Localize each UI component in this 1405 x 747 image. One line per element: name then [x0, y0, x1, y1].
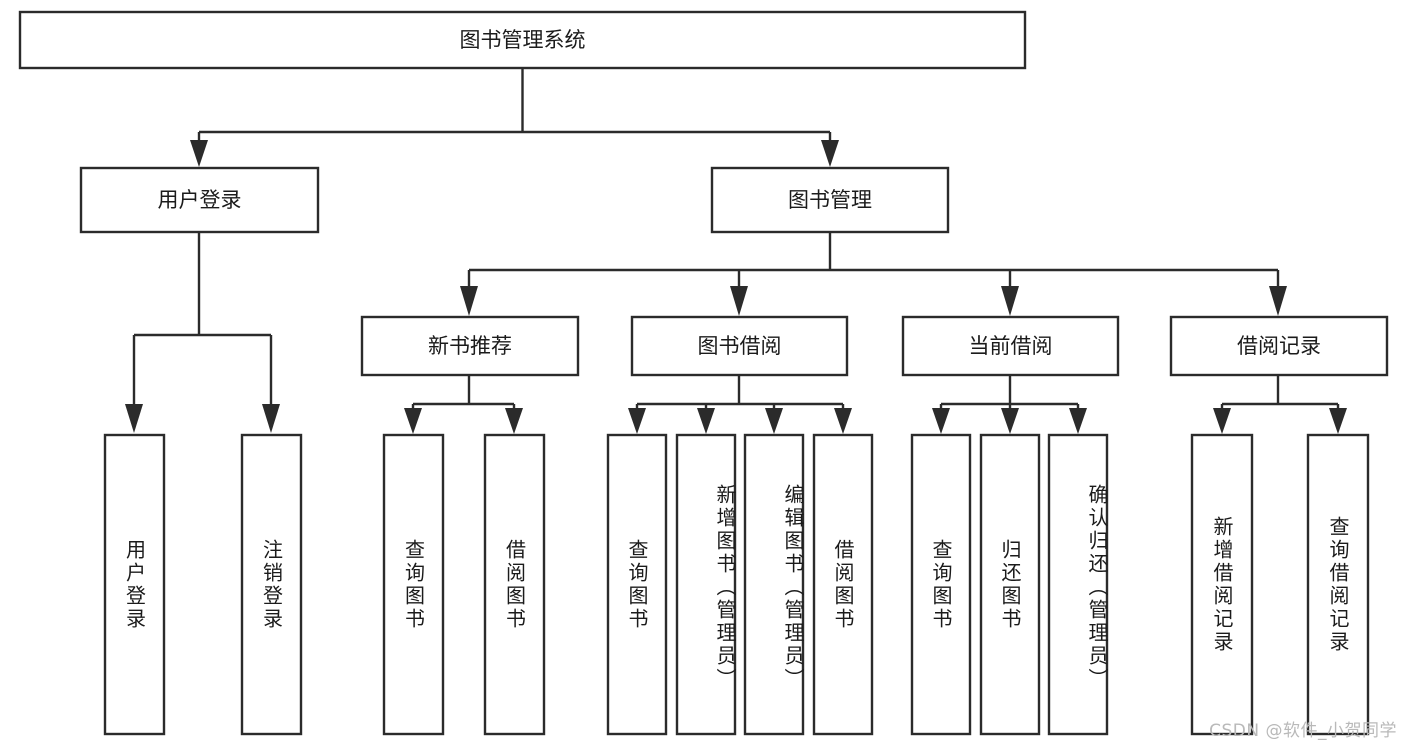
node-current-borrow[interactable]: 当前借阅 — [901, 315, 1120, 377]
node-leaf-query-record-box[interactable] — [1306, 433, 1370, 736]
node-leaf-query-book-2-box[interactable] — [606, 433, 668, 736]
arrowhead-borrow-record — [1269, 286, 1287, 316]
node-root-label: 图书管理系统 — [460, 28, 586, 52]
node-new-book-rec-box[interactable] — [360, 315, 580, 377]
arrowhead-leaf-logout — [262, 404, 280, 433]
arrowhead-new-book-rec — [460, 286, 478, 316]
arrowhead-current-borrow — [1001, 286, 1019, 316]
node-leaf-logout-box[interactable] — [240, 433, 303, 736]
node-leaf-query-book-3-box[interactable] — [910, 433, 972, 736]
node-root[interactable]: 图书管理系统 — [18, 10, 1027, 70]
arrowhead-leaf-return-book — [1001, 408, 1019, 434]
node-leaf-confirm-return-box[interactable] — [1047, 433, 1109, 736]
node-book-manage-label: 图书管理 — [788, 188, 872, 212]
node-book-borrow[interactable]: 图书借阅 — [630, 315, 849, 377]
node-leaf-return-book-box[interactable] — [979, 433, 1041, 736]
node-leaf-add-record-box[interactable] — [1190, 433, 1254, 736]
node-user-login-box[interactable] — [79, 166, 320, 234]
node-leaf-query-book-1-box[interactable] — [382, 433, 445, 736]
node-new-book-rec-label: 新书推荐 — [428, 334, 512, 358]
node-borrow-record-label: 借阅记录 — [1237, 334, 1321, 358]
arrowhead-book-manage — [821, 140, 839, 167]
arrowhead-leaf-edit-book — [765, 408, 783, 434]
connectors — [125, 68, 1347, 434]
arrowhead-book-borrow — [730, 286, 748, 316]
node-root-box[interactable] — [18, 10, 1027, 70]
node-leaf-add-book-box[interactable] — [675, 433, 737, 736]
arrowhead-leaf-query-book-2 — [628, 408, 646, 434]
node-current-borrow-label: 当前借阅 — [969, 334, 1053, 358]
node-leaf-borrow-book-2-box[interactable] — [812, 433, 874, 736]
node-user-login[interactable]: 用户登录 — [79, 166, 320, 234]
node-leaf-borrow-book-1-box[interactable] — [483, 433, 546, 736]
node-book-manage[interactable]: 图书管理 — [710, 166, 950, 234]
node-book-borrow-label: 图书借阅 — [698, 334, 782, 358]
node-book-borrow-box[interactable] — [630, 315, 849, 377]
node-leaf-edit-book-box[interactable] — [743, 433, 805, 736]
node-user-login-label: 用户登录 — [158, 188, 242, 212]
node-new-book-rec[interactable]: 新书推荐 — [360, 315, 580, 377]
arrowhead-leaf-query-book-3 — [932, 408, 950, 434]
node-current-borrow-box[interactable] — [901, 315, 1120, 377]
arrowhead-leaf-query-book-1 — [404, 408, 422, 434]
node-borrow-record[interactable]: 借阅记录 — [1169, 315, 1389, 377]
arrowhead-user-login — [190, 140, 208, 167]
csdn-watermark: CSDN @软件_小贺同学 — [1209, 721, 1397, 741]
arrowhead-leaf-user-login — [125, 404, 143, 433]
arrowhead-leaf-add-record — [1213, 408, 1231, 434]
arrowhead-leaf-add-book — [697, 408, 715, 434]
arrowhead-leaf-borrow-book-1 — [505, 408, 523, 434]
node-book-manage-box[interactable] — [710, 166, 950, 234]
node-borrow-record-box[interactable] — [1169, 315, 1389, 377]
node-leaf-user-login-box[interactable] — [103, 433, 166, 736]
arrowhead-leaf-borrow-book-2 — [834, 408, 852, 434]
arrowhead-leaf-query-record — [1329, 408, 1347, 434]
arrowhead-leaf-confirm-return — [1069, 408, 1087, 434]
